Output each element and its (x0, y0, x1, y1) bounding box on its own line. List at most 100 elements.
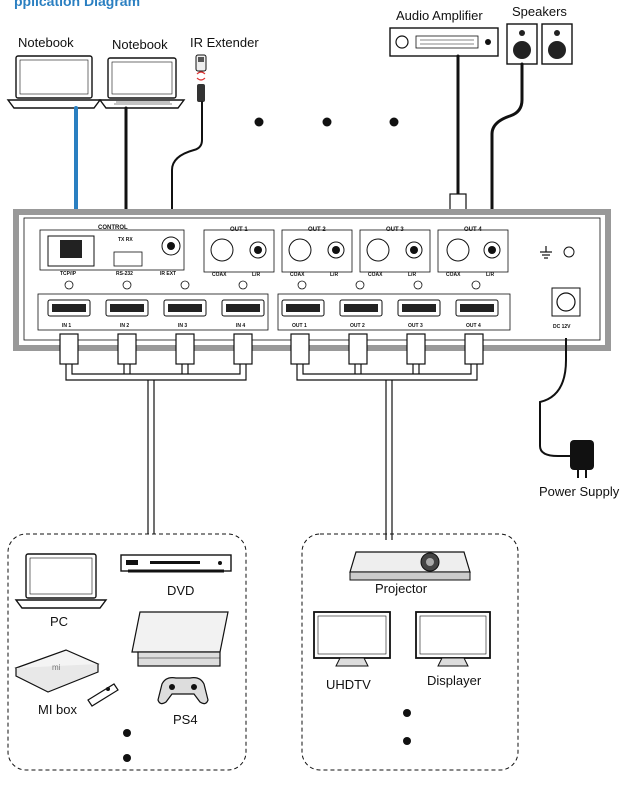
hdmi-port-icon (110, 304, 144, 312)
mibox-icon: mi (14, 649, 100, 693)
hdmi-out-4[interactable]: OUT 4 (455, 299, 499, 329)
hdmi-plugs (59, 333, 484, 365)
hdmi-in-label: IN 1 (62, 323, 71, 329)
coax-label: COAX (446, 272, 461, 278)
coax-port[interactable] (288, 238, 312, 262)
speaker-icon (541, 23, 573, 65)
hdmi-out-1[interactable]: OUT 1 (281, 299, 325, 329)
audio-out-group-2: OUT 2 COAX L/R (281, 227, 353, 278)
hdmi-out-label: OUT 3 (408, 323, 423, 329)
power-supply-label: Power Supply (539, 484, 620, 499)
ground-screw[interactable] (563, 246, 575, 258)
hdmi-in-1[interactable]: IN 1 (47, 299, 91, 329)
projector: Projector (349, 551, 471, 596)
lr-label: L/R (252, 272, 260, 278)
hdmi-port-icon (344, 304, 378, 312)
pc-label: PC (50, 614, 68, 629)
ir-ext-label: IR EXT (160, 271, 176, 277)
notebook-2-label: Notebook (112, 37, 168, 52)
rs232-port[interactable] (113, 251, 143, 267)
hdmi-out-label: OUT 4 (466, 323, 481, 329)
pc: PC (14, 553, 108, 629)
audio-amplifier-label: Audio Amplifier (396, 8, 483, 23)
audio-out-group-4: OUT 4 COAX L/R (437, 227, 509, 278)
ir-extender-label: IR Extender (190, 35, 259, 50)
hdmi-in-3[interactable]: IN 3 (163, 299, 207, 329)
hdmi-in-label: IN 4 (236, 323, 245, 329)
hdmi-in-2[interactable]: IN 2 (105, 299, 149, 329)
dc-jack-icon[interactable] (551, 287, 581, 317)
control-label: CONTROL (98, 225, 128, 231)
audio-out-title: OUT 2 (308, 227, 326, 233)
rs232-label: RS-232 (116, 271, 133, 277)
hdmi-in-4[interactable]: IN 4 (221, 299, 265, 329)
svg-text:mi: mi (52, 663, 61, 672)
ir-extender: IR Extender (190, 35, 259, 102)
audio-out-title: OUT 1 (230, 227, 248, 233)
laptop-icon (6, 55, 102, 109)
power-adapter-icon (570, 440, 594, 478)
gamepad-icon (157, 677, 209, 705)
hdmi-out-label: OUT 2 (350, 323, 365, 329)
hdmi-out-3[interactable]: OUT 3 (397, 299, 441, 329)
ps4-icon (131, 611, 229, 667)
dvd: DVD (120, 554, 232, 598)
dc-label: DC 12V (553, 324, 571, 330)
audio-out-title: OUT 4 (464, 227, 482, 233)
lr-label: L/R (330, 272, 338, 278)
coax-port[interactable] (446, 238, 470, 262)
hdmi-out-2[interactable]: OUT 2 (339, 299, 383, 329)
top-cables (74, 54, 524, 230)
ir-extender-icon (195, 54, 207, 102)
remote-icon (87, 683, 119, 707)
laptop-icon (14, 553, 108, 609)
led-row (64, 280, 481, 290)
coax-label: COAX (368, 272, 383, 278)
sources-group (7, 533, 247, 771)
hdmi-in-label: IN 2 (120, 323, 129, 329)
mi-box: mi MI box (14, 649, 119, 717)
laptop-icon (98, 57, 186, 109)
speakers-label: Speakers (512, 4, 567, 19)
mibox-label: MI box (38, 702, 78, 717)
ground-icon (540, 246, 552, 259)
dvd-label: DVD (167, 583, 194, 598)
power-cable (539, 338, 570, 457)
hdmi-port-icon (460, 304, 494, 312)
projector-label: Projector (375, 581, 428, 596)
coax-label: COAX (212, 272, 227, 278)
hdmi-port-icon (168, 304, 202, 312)
speaker-cable (490, 62, 524, 230)
rear-panel: CONTROL TCP/IP TX RX RS-232 IR EXT OUT 1… (13, 209, 611, 351)
amplifier-icon (389, 27, 499, 57)
monitor-icon (313, 611, 391, 667)
displayer: Displayer (415, 611, 491, 688)
more-devices-dots (254, 117, 399, 127)
hdmi-port-icon (52, 304, 86, 312)
uhdtv-label: UHDTV (326, 677, 371, 692)
displays-group (301, 533, 519, 771)
ps4: PS4 (131, 611, 229, 727)
coax-label: COAX (290, 272, 305, 278)
hdmi-port-icon (226, 304, 260, 312)
dvd-player-icon (120, 554, 232, 573)
tx-rx-label: TX RX (118, 237, 133, 243)
page-title: pplication Diagram (14, 0, 140, 9)
notebook-1: Notebook (6, 35, 102, 109)
hdmi-out-label: OUT 1 (292, 323, 307, 329)
coax-port[interactable] (366, 238, 390, 262)
hdmi-port-icon (402, 304, 436, 312)
ps4-label: PS4 (173, 712, 198, 727)
uhdtv: UHDTV (313, 611, 391, 692)
ir-cable (171, 101, 203, 225)
projector-icon (349, 551, 471, 581)
coax-port[interactable] (210, 238, 234, 262)
audio-out-title: OUT 3 (386, 227, 404, 233)
tcp-ip-label: TCP/IP (60, 271, 77, 277)
more-sources-dots (123, 729, 131, 762)
audio-amplifier: Audio Amplifier (389, 8, 499, 57)
audio-out-group-3: OUT 3 COAX L/R (359, 227, 431, 278)
lr-label: L/R (486, 272, 494, 278)
